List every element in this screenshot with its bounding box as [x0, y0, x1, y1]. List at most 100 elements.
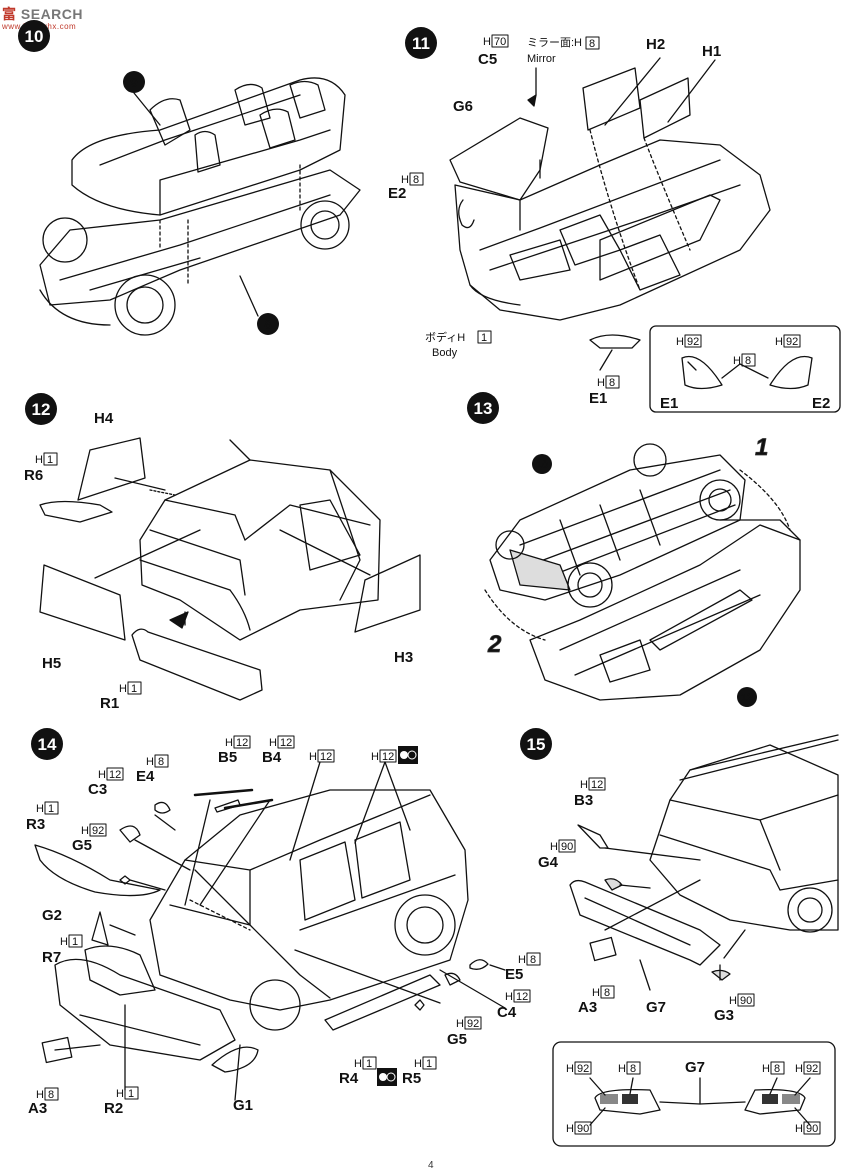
svg-text:G3: G3 — [714, 1007, 734, 1024]
body-jp: ボディH — [425, 330, 465, 344]
fin-b3 — [577, 824, 609, 849]
step-number: 11 — [412, 34, 430, 53]
svg-text:G5: G5 — [72, 837, 92, 854]
svg-text:1: 1 — [755, 434, 768, 461]
mirror-jp: ミラー面:H — [527, 37, 582, 49]
panel-h1 — [639, 77, 691, 139]
step-11: 11 H 70 C5 ミラー面:H 8 Mirror H2 H1 G6 H 8 … — [388, 27, 841, 413]
svg-text:H: H — [795, 1123, 803, 1135]
svg-text:H: H — [505, 991, 513, 1003]
step-number: 15 — [527, 735, 546, 754]
svg-text:H: H — [518, 954, 526, 966]
c4-color: 12 — [516, 991, 528, 1003]
svg-text:R1: R1 — [100, 695, 119, 712]
svg-text:C5: C5 — [478, 51, 497, 68]
g5b-color: 92 — [467, 1018, 479, 1030]
svg-text:E4: E4 — [136, 768, 155, 785]
body-color: 1 — [481, 332, 487, 344]
lamp-e2 — [458, 199, 475, 229]
b3-color: 12 — [591, 779, 603, 791]
svg-text:2: 2 — [487, 631, 502, 658]
spoiler-r6 — [39, 500, 113, 523]
a3-color-15: 8 — [604, 987, 610, 999]
mirror-c3 — [119, 825, 141, 843]
callout-10 — [532, 454, 552, 474]
svg-text:E2: E2 — [812, 395, 830, 412]
panel-h2 — [582, 67, 641, 131]
inset-h92a-15: 92 — [577, 1063, 589, 1075]
svg-text:G7: G7 — [646, 999, 666, 1016]
svg-text:H: H — [354, 1058, 362, 1070]
svg-text:A3: A3 — [578, 999, 597, 1016]
step-12: 12 H4 H 1 R6 H5 H3 H 1 R1 — [24, 393, 421, 712]
body-shell — [454, 139, 771, 321]
mirror-en: Mirror — [527, 53, 556, 65]
bumper-r2 — [54, 958, 236, 1061]
lamp-g2 — [91, 911, 109, 946]
sideskirt-r4 — [324, 974, 441, 1031]
fog-g1 — [211, 1046, 259, 1073]
svg-text:H: H — [36, 1089, 44, 1101]
svg-text:H: H — [566, 1063, 574, 1075]
e2-color: 8 — [413, 174, 419, 186]
svg-text:H: H — [483, 36, 491, 48]
inset-h8: 8 — [745, 355, 751, 367]
lens-e4 — [154, 801, 171, 814]
svg-text:H: H — [81, 825, 89, 837]
glass-h3 — [354, 554, 421, 633]
roof-color: 12 — [320, 751, 332, 763]
step-number: 10 — [25, 27, 44, 46]
grille-r7 — [84, 945, 156, 996]
svg-text:H: H — [775, 336, 783, 348]
watermark-text: SEARCH — [20, 6, 84, 22]
mirror-color: 8 — [589, 38, 595, 50]
svg-text:H: H — [414, 1058, 422, 1070]
inset-taillamps — [649, 325, 841, 413]
svg-text:H: H — [60, 936, 68, 948]
inset-h90b: 90 — [806, 1123, 818, 1135]
svg-text:G2: G2 — [42, 907, 62, 924]
svg-text:R2: R2 — [104, 1100, 123, 1117]
plate-a3-15 — [589, 936, 617, 962]
g4-color: 90 — [561, 841, 573, 853]
svg-text:H: H — [795, 1063, 803, 1075]
svg-text:G7: G7 — [685, 1059, 705, 1076]
svg-text:8: 8 — [264, 317, 271, 332]
car-rear-body — [139, 459, 381, 641]
svg-text:H: H — [733, 355, 741, 367]
svg-text:H: H — [456, 1018, 464, 1030]
glass-h4 — [77, 437, 146, 501]
g5a-color: 92 — [92, 825, 104, 837]
svg-text:G5: G5 — [447, 1031, 467, 1048]
svg-text:H3: H3 — [394, 649, 413, 666]
r5-color: 1 — [426, 1058, 432, 1070]
svg-text:B5: B5 — [218, 749, 237, 766]
step-13: 13 10 12 1 2 — [467, 392, 801, 707]
callout-9 — [123, 71, 145, 93]
svg-text:R3: R3 — [26, 816, 45, 833]
svg-text:H: H — [592, 987, 600, 999]
callout-12 — [737, 687, 757, 707]
svg-text:C4: C4 — [497, 1004, 517, 1021]
chassis-underside — [489, 454, 746, 601]
svg-text:G4: G4 — [538, 854, 559, 871]
svg-text:H: H — [580, 779, 588, 791]
svg-text:H: H — [116, 1088, 124, 1100]
r6-color: 1 — [47, 454, 53, 466]
step-14: 14 H 8 E4 H 12 C3 H 12 B5 H 12 B4 H 12 H… — [26, 728, 541, 1117]
glass-color: 12 — [382, 751, 394, 763]
step-15: 15 H 12 B3 H 90 G4 H 8 A3 G7 H 90 G3 — [520, 728, 839, 1147]
plate-a3 — [41, 1036, 73, 1064]
car-rear-15 — [649, 744, 839, 931]
mirror-c4 — [444, 972, 461, 986]
reflector-g3 — [711, 969, 731, 981]
svg-text:H: H — [309, 751, 317, 763]
inset-h92b-15: 92 — [806, 1063, 818, 1075]
svg-text:A3: A3 — [28, 1100, 47, 1117]
step-number: 12 — [32, 400, 51, 419]
car-front-body — [149, 789, 469, 1011]
e5-color: 8 — [530, 954, 536, 966]
b4-color: 12 — [280, 737, 292, 749]
bumper-r1 — [131, 628, 263, 701]
